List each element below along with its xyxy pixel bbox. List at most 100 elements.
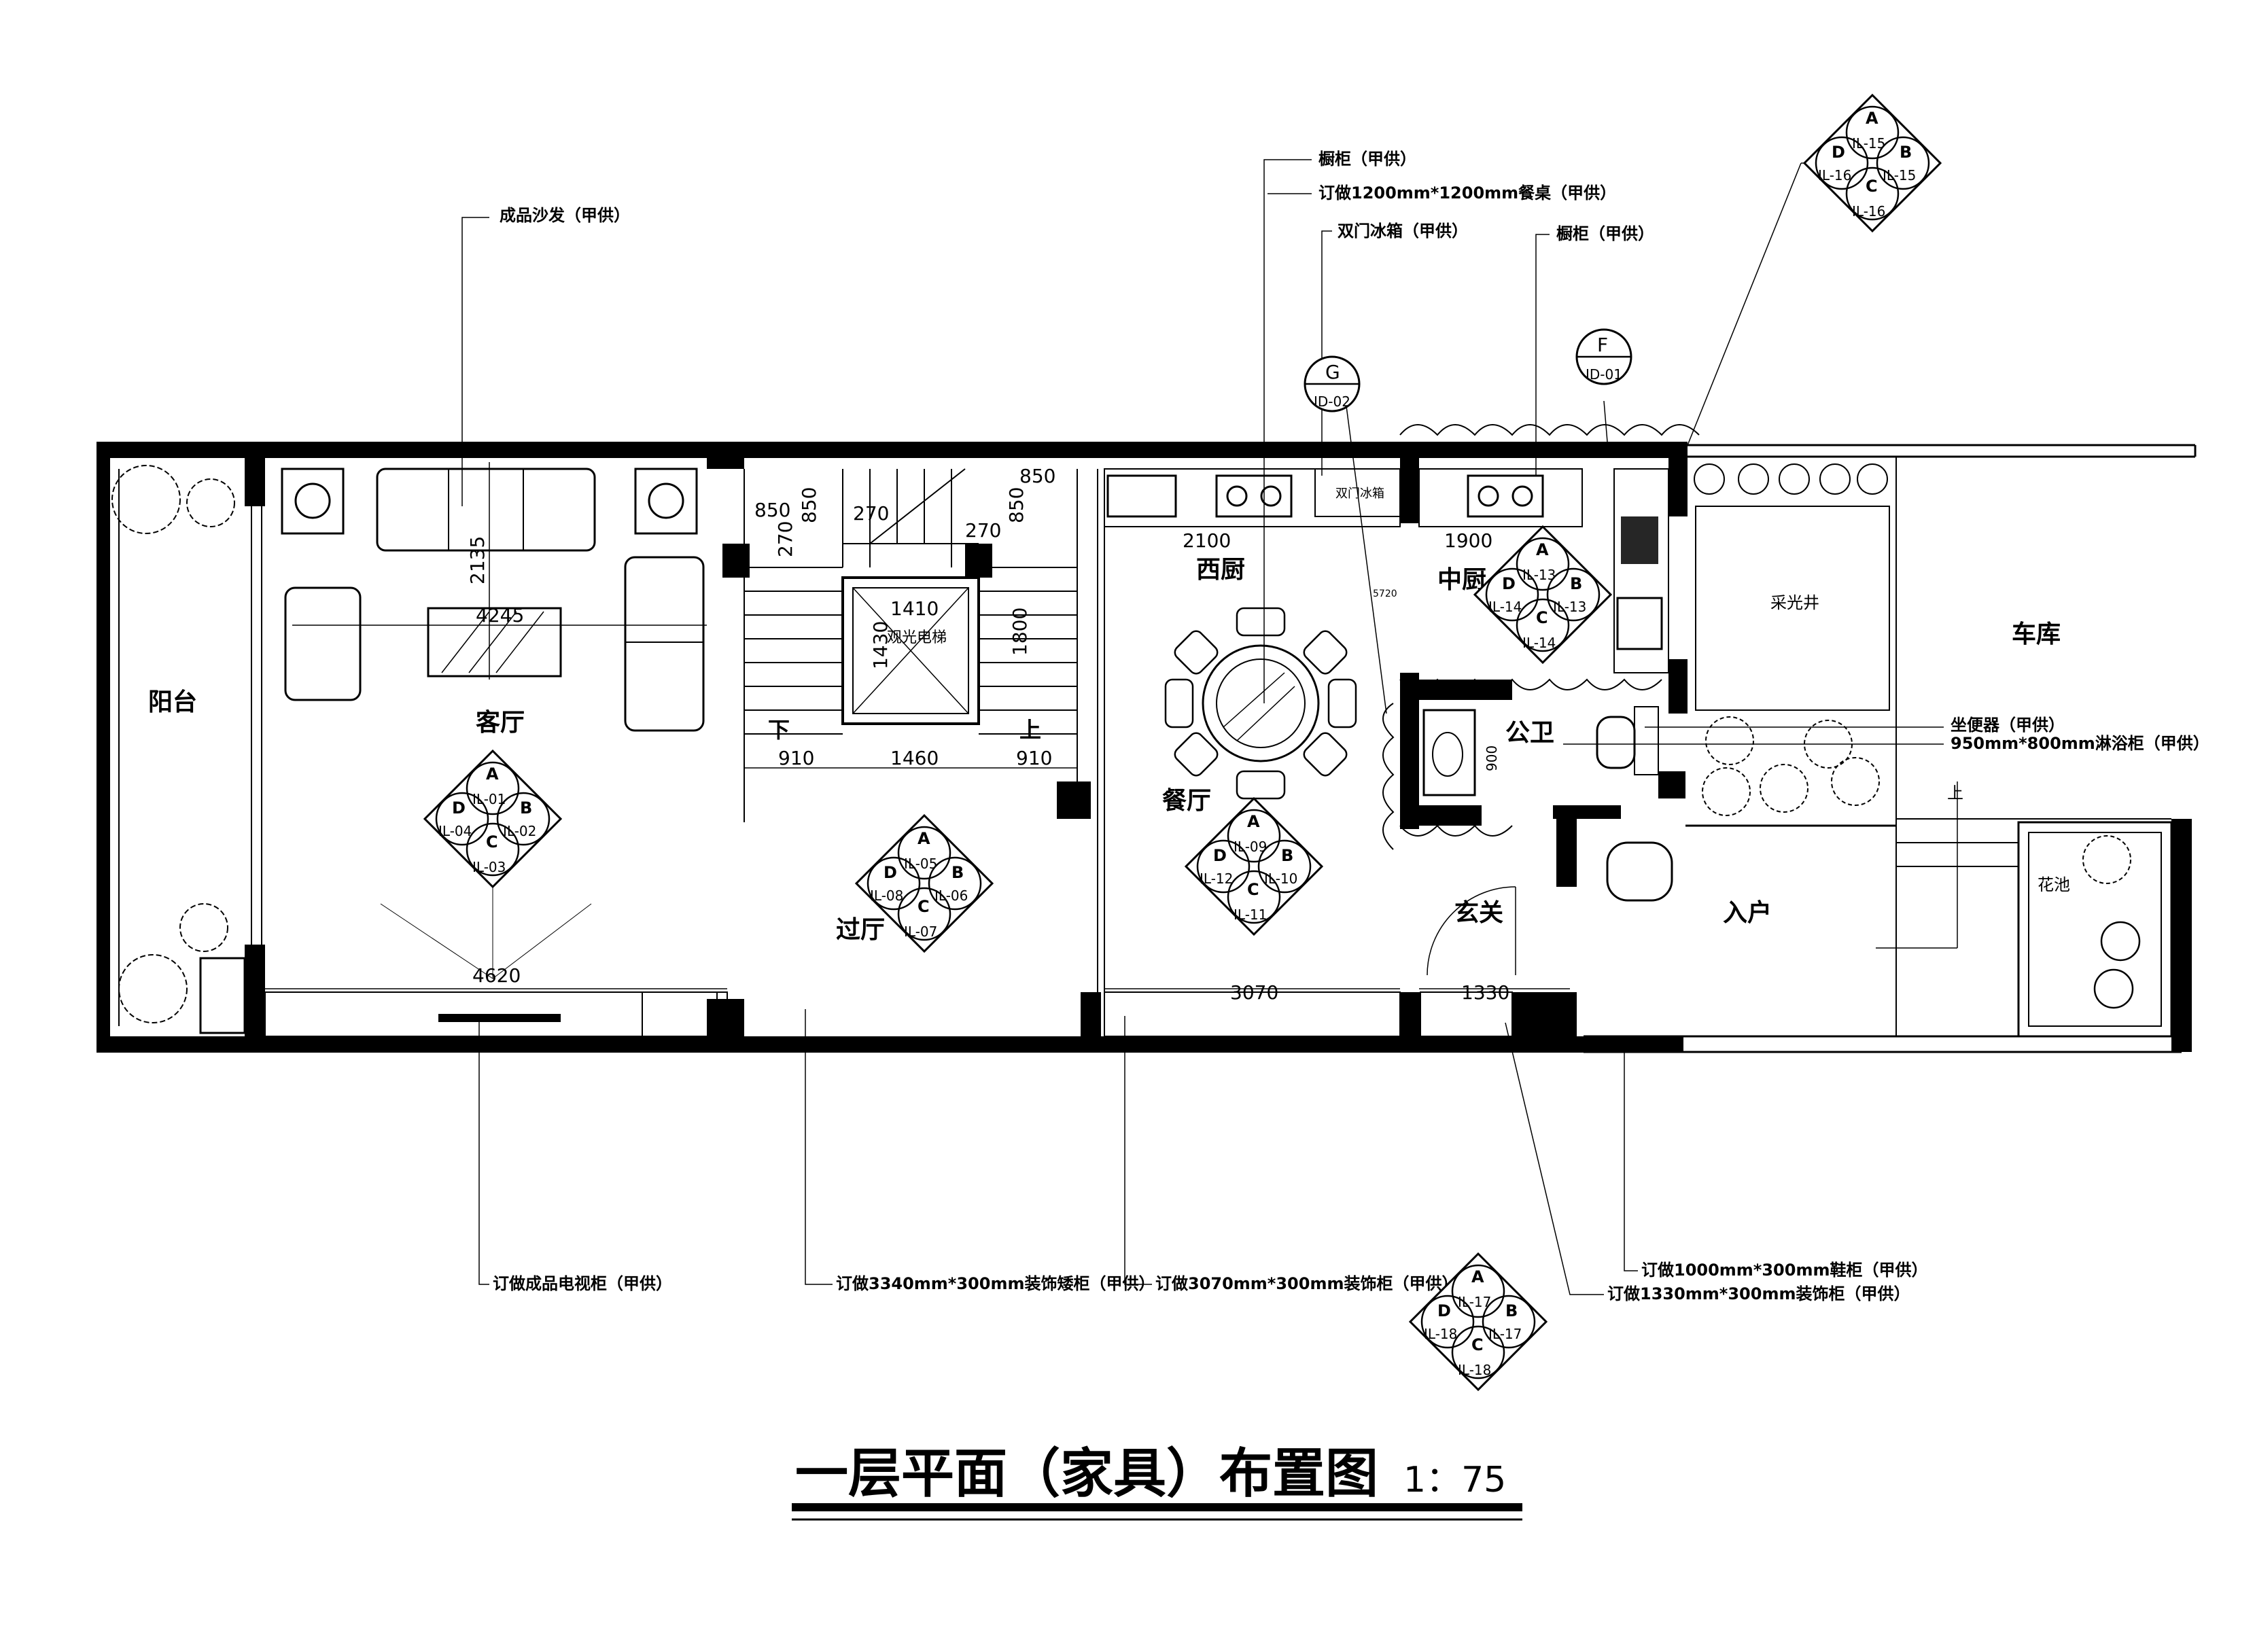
index-letter-c: C — [486, 832, 498, 851]
plant-icon — [1738, 463, 1769, 495]
elevation-index-4: A IL-13 D IL-14 B IL-13 C IL-14 — [1473, 525, 1613, 665]
room-label-hall: 过厅 — [836, 916, 885, 944]
dim-270-b: 270 — [774, 521, 797, 557]
annotation-toilet: 坐便器（甲供） — [1951, 716, 2065, 735]
balcony: 阳台 — [111, 465, 262, 1034]
sofa-icon — [376, 468, 596, 552]
index-letter-b: B — [1900, 143, 1912, 162]
index-letter-c: C — [917, 897, 930, 916]
plant-icon — [1702, 767, 1751, 816]
index-letter-b: B — [951, 863, 964, 882]
room-label-garage: 车库 — [2012, 620, 2061, 648]
index-letter-c: C — [1866, 177, 1878, 196]
top-annotations: 成品沙发（甲供） 橱柜（甲供） 订做1200mm*1200mm餐桌（甲供） 双门… — [461, 150, 1811, 714]
index-letter-d: D — [1213, 846, 1227, 865]
plant-icon — [1779, 463, 1810, 495]
index-ref-b: IL-06 — [934, 887, 968, 904]
stair-up-label: 上 — [1019, 717, 1041, 743]
annotation-deco-3340: 订做3340mm*300mm装饰矮柜（甲供） — [836, 1274, 1155, 1293]
index-letter-a: A — [1536, 540, 1549, 559]
sofa-icon — [624, 556, 705, 732]
annotation-cabinet-1: 橱柜（甲供） — [1318, 150, 1416, 169]
dim-910-a: 910 — [778, 747, 814, 769]
annotation-deco-1330: 订做1330mm*300mm装饰柜（甲供） — [1607, 1284, 1910, 1303]
section-g-letter: G — [1325, 361, 1340, 383]
drawing-title: 一层平面（家具）布置图 — [795, 1443, 1378, 1505]
plant-icon — [2100, 921, 2141, 962]
room-label-middle-kitchen: 中厨 — [1437, 566, 1486, 594]
dining-table-icon — [1202, 644, 1320, 762]
dim-elevator-w: 1410 — [890, 597, 939, 620]
dining-chairs — [1164, 607, 1357, 800]
index-letter-d: D — [884, 863, 897, 882]
drawing-title-block: 一层平面（家具）布置图 1：75 — [792, 1443, 1522, 1521]
plant-icon — [186, 478, 235, 527]
plant-icon — [2082, 835, 2131, 884]
dim-living-depth: 2135 — [466, 536, 489, 584]
index-letter-d: D — [1437, 1301, 1451, 1320]
index-ref-d: IL-18 — [1424, 1326, 1457, 1342]
index-ref-b: IL-17 — [1488, 1326, 1522, 1342]
section-g-ref: ID-02 — [1314, 393, 1350, 410]
annotation-sofa: 成品沙发（甲供） — [500, 206, 630, 225]
index-ref-b: IL-10 — [1264, 871, 1297, 887]
room-label-balcony: 阳台 — [148, 688, 197, 716]
index-ref-d: IL-04 — [438, 823, 472, 839]
index-ref-d: IL-14 — [1488, 599, 1522, 615]
room-label-skylight-well: 采光井 — [1770, 593, 1819, 612]
wash-basin-icon — [1422, 709, 1476, 796]
room-label-flower-bed: 花池 — [2038, 875, 2070, 894]
sink-icon — [1106, 474, 1177, 518]
stove-icon — [1467, 474, 1544, 518]
index-letter-d: D — [1502, 574, 1516, 593]
flower-bed — [2017, 821, 2173, 1038]
dim-kitchen-2100: 2100 — [1183, 529, 1231, 552]
section-f-letter: F — [1597, 334, 1608, 356]
elevator-label: 观光电梯 — [887, 629, 947, 646]
index-ref-d: IL-16 — [1818, 167, 1851, 183]
dim-foyer-1330: 1330 — [1461, 981, 1509, 1004]
annotation-tv-cabinet: 订做成品电视柜（甲供） — [493, 1274, 672, 1293]
dim-270-a: 270 — [853, 502, 889, 525]
dim-kitchen-1900: 1900 — [1444, 529, 1492, 552]
dim-910-b: 910 — [1016, 747, 1052, 769]
index-letter-c: C — [1471, 1335, 1484, 1354]
side-table-icon — [634, 468, 698, 535]
right-annotations: 坐便器（甲供） 950mm*800mm淋浴柜（甲供） — [1563, 716, 2209, 753]
dim-850-d: 850 — [1005, 487, 1028, 523]
section-marker-g: G ID-02 — [1304, 355, 1361, 412]
index-letter-a: A — [1247, 812, 1260, 831]
index-ref-c: IL-03 — [472, 859, 506, 875]
index-ref-c: IL-07 — [904, 924, 937, 940]
armchair-icon — [284, 586, 362, 701]
interior-walls — [245, 442, 1897, 1036]
plant-icon — [1760, 764, 1808, 813]
index-letter-a: A — [1866, 109, 1878, 128]
dim-living-width-top: 4245 — [476, 604, 524, 627]
coffee-table-icon — [427, 607, 562, 678]
index-ref-c: IL-11 — [1234, 907, 1267, 923]
side-table-icon — [281, 468, 345, 535]
dim-elevator-d: 1430 — [869, 621, 892, 669]
skylight-garage: 采光井 车库 上 花池 — [1694, 463, 2173, 1038]
index-ref-c: IL-18 — [1458, 1362, 1491, 1378]
plant-row — [1694, 463, 1888, 816]
plant-icon — [1694, 463, 1725, 495]
dim-850-a: 850 — [754, 499, 790, 521]
index-letter-b: B — [1505, 1301, 1518, 1320]
index-ref-a: IL-15 — [1852, 135, 1885, 152]
dim-1800: 1800 — [1009, 608, 1031, 656]
plant-icon — [1705, 716, 1754, 765]
annotation-cabinet-2: 橱柜（甲供） — [1556, 224, 1654, 243]
dim-dining-3070: 3070 — [1230, 981, 1278, 1004]
index-ref-c: IL-16 — [1852, 203, 1885, 219]
room-label-dining: 餐厅 — [1162, 787, 1211, 815]
index-letter-c: C — [1536, 608, 1548, 627]
annotation-deco-3070: 订做3070mm*300mm装饰柜（甲供） — [1155, 1274, 1458, 1293]
annotation-fridge: 双门冰箱（甲供） — [1338, 222, 1468, 241]
plant-icon — [1831, 757, 1880, 806]
index-ref-b: IL-02 — [503, 823, 536, 839]
plant-icon — [118, 954, 188, 1023]
index-ref-a: IL-09 — [1234, 839, 1267, 855]
